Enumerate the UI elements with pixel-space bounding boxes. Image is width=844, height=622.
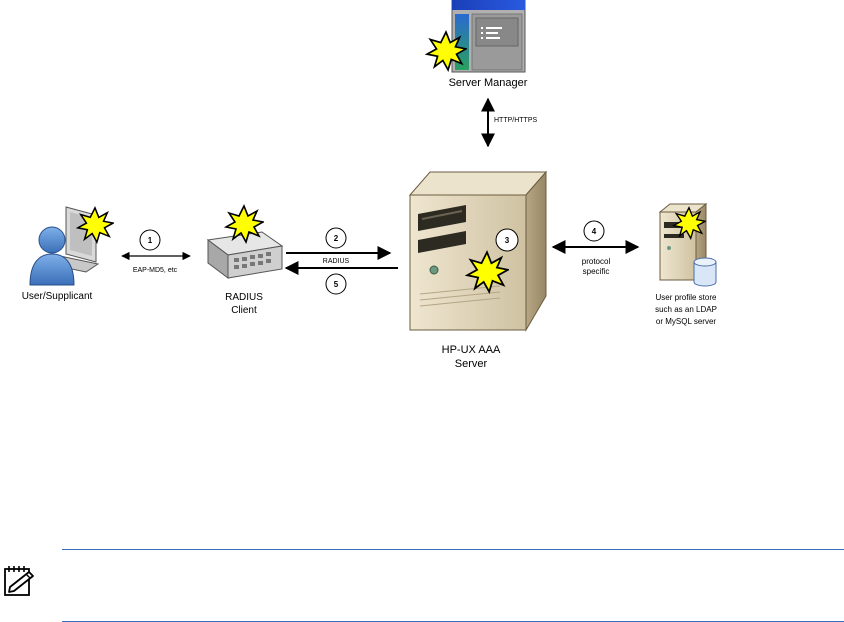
step-1-label: 1	[148, 236, 153, 245]
aaa-server-node: 3 HP-UX AAA Server	[408, 170, 548, 370]
radius-link: 2 RADIUS 5	[284, 227, 398, 295]
step-4-label: 4	[592, 227, 597, 236]
user-label: User/Supplicant	[22, 291, 93, 302]
protocol-label-line1: protocol	[582, 257, 611, 266]
step-3-label: 3	[505, 236, 510, 245]
radius-client-label-line1: RADIUS	[225, 292, 263, 303]
radius-client-node: RADIUS Client	[206, 205, 284, 316]
user-node: User/Supplicant	[22, 206, 114, 302]
database-icon	[693, 257, 717, 287]
protocol-link: 4 protocol specific	[551, 220, 640, 276]
http-link: HTTP/HTTPS	[481, 97, 537, 148]
radius-client-label-line2: Client	[231, 305, 257, 316]
aaa-server-label-line2: Server	[455, 358, 488, 370]
step-5-label: 5	[334, 280, 339, 289]
person-icon	[29, 226, 75, 286]
step-3-badge	[495, 228, 519, 252]
server-manager-label: Server Manager	[449, 77, 528, 89]
profile-store-node: User profile store such as an LDAP or My…	[655, 202, 717, 326]
profile-store-label-line3: or MySQL server	[656, 317, 716, 326]
switch-icon	[206, 231, 284, 279]
step-1-badge	[139, 229, 161, 251]
profile-store-label-line1: User profile store	[656, 293, 717, 302]
server-manager-node: Server Manager	[426, 0, 528, 89]
window-icon	[451, 0, 526, 73]
note-icon	[4, 566, 34, 596]
radius-label: RADIUS	[323, 258, 350, 265]
step-2-badge	[325, 227, 347, 249]
http-label: HTTP/HTTPS	[494, 117, 537, 124]
note-rule-top	[62, 549, 844, 550]
profile-store-label-line2: such as an LDAP	[655, 305, 717, 314]
protocol-label-line2: specific	[583, 267, 610, 276]
step-2-label: 2	[334, 234, 339, 243]
server-icon	[408, 170, 548, 332]
eap-link: 1 EAP-MD5, etc	[121, 229, 191, 274]
eap-label: EAP-MD5, etc	[133, 267, 178, 274]
step-5-badge	[325, 273, 347, 295]
aaa-server-label-line1: HP-UX AAA	[442, 344, 501, 356]
